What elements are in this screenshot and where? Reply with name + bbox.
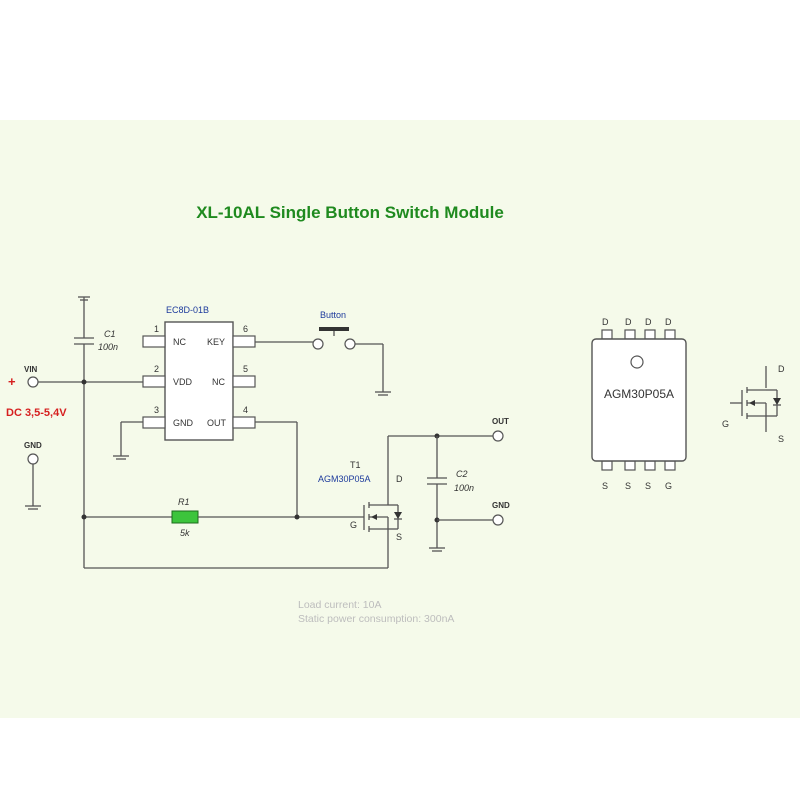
pkg-top-pin-2: D: [625, 317, 632, 327]
package-part: AGM30P05A: [604, 387, 674, 401]
c1-ref: C1: [104, 329, 116, 339]
push-button: Button: [255, 310, 391, 396]
package-drawing: AGM30P05A D D D D S S S G: [591, 317, 687, 491]
pkg-top-pin-3: D: [645, 317, 652, 327]
r1-value: 5k: [180, 528, 190, 538]
t1-mosfet: T1 AGM30P05A D G S: [318, 460, 403, 542]
c2-value: 100n: [454, 483, 474, 493]
ic-pin3-label: GND: [173, 418, 194, 428]
mosfet-symbol: D G S: [722, 364, 785, 444]
pkg-bot-pin-3: S: [645, 481, 651, 491]
vin-terminal: + VIN DC 3,5-5,4V: [6, 365, 160, 419]
ic-pin5-label: NC: [212, 377, 225, 387]
ic-pin4-num: 4: [243, 405, 248, 415]
ic-out-wire: [255, 421, 298, 517]
dc-range-label: DC 3,5-5,4V: [6, 407, 67, 419]
ic-pin1-label: NC: [173, 337, 186, 347]
plus-sign: +: [8, 374, 16, 389]
gnd-left-terminal: GND: [24, 441, 42, 510]
ic-pin5-num: 5: [243, 364, 248, 374]
pkg-bot-pin-2: S: [625, 481, 631, 491]
pkg-bot-pin-1: S: [602, 481, 608, 491]
t1-part: AGM30P05A: [318, 474, 371, 484]
t1-d-label: D: [396, 474, 403, 484]
t1-s-label: S: [396, 532, 402, 542]
ic-pin3-num: 3: [154, 405, 159, 415]
symbol-s: S: [778, 434, 784, 444]
out-label: OUT: [492, 417, 509, 426]
pkg-top-pin-1: D: [602, 317, 609, 327]
ic-pin1-num: 1: [154, 324, 159, 334]
note-static-power: Static power consumption: 300nA: [298, 613, 454, 625]
t1-ref: T1: [350, 460, 361, 470]
gnd-right-terminal: GND: [437, 501, 510, 526]
c2-capacitor: C2 100n: [427, 436, 474, 552]
c1-capacitor: C1 100n: [74, 296, 118, 568]
c1-value: 100n: [98, 342, 118, 352]
button-label: Button: [320, 310, 346, 320]
gnd-left-label: GND: [24, 441, 42, 450]
pkg-bot-pin-4: G: [665, 481, 672, 491]
ic-pin6-num: 6: [243, 324, 248, 334]
ic-pin2-label: VDD: [173, 377, 193, 387]
ic-pin6-label: KEY: [207, 337, 225, 347]
diagram-title: XL-10AL Single Button Switch Module: [196, 203, 504, 222]
ic-name: EC8D-01B: [166, 305, 209, 315]
ic-gnd-wire: [113, 421, 143, 460]
t1-g-label: G: [350, 520, 357, 530]
c2-ref: C2: [456, 469, 468, 479]
r1-ref: R1: [178, 497, 190, 507]
gnd-right-label: GND: [492, 501, 510, 510]
bottom-return-wire: [84, 530, 389, 569]
out-net: OUT: [387, 417, 509, 490]
vin-label: VIN: [24, 365, 38, 374]
r1-resistor: R1 5k: [81, 497, 364, 538]
ic-ec8d-01b: EC8D-01B 1 NC 2 VDD 3 GND 6 KEY 5 NC 4 O…: [142, 305, 256, 441]
note-load-current: Load current: 10A: [298, 599, 381, 611]
symbol-g: G: [722, 419, 729, 429]
ic-pin2-num: 2: [154, 364, 159, 374]
pkg-top-pin-4: D: [665, 317, 672, 327]
symbol-d: D: [778, 364, 785, 374]
ic-pin4-label: OUT: [207, 418, 227, 428]
